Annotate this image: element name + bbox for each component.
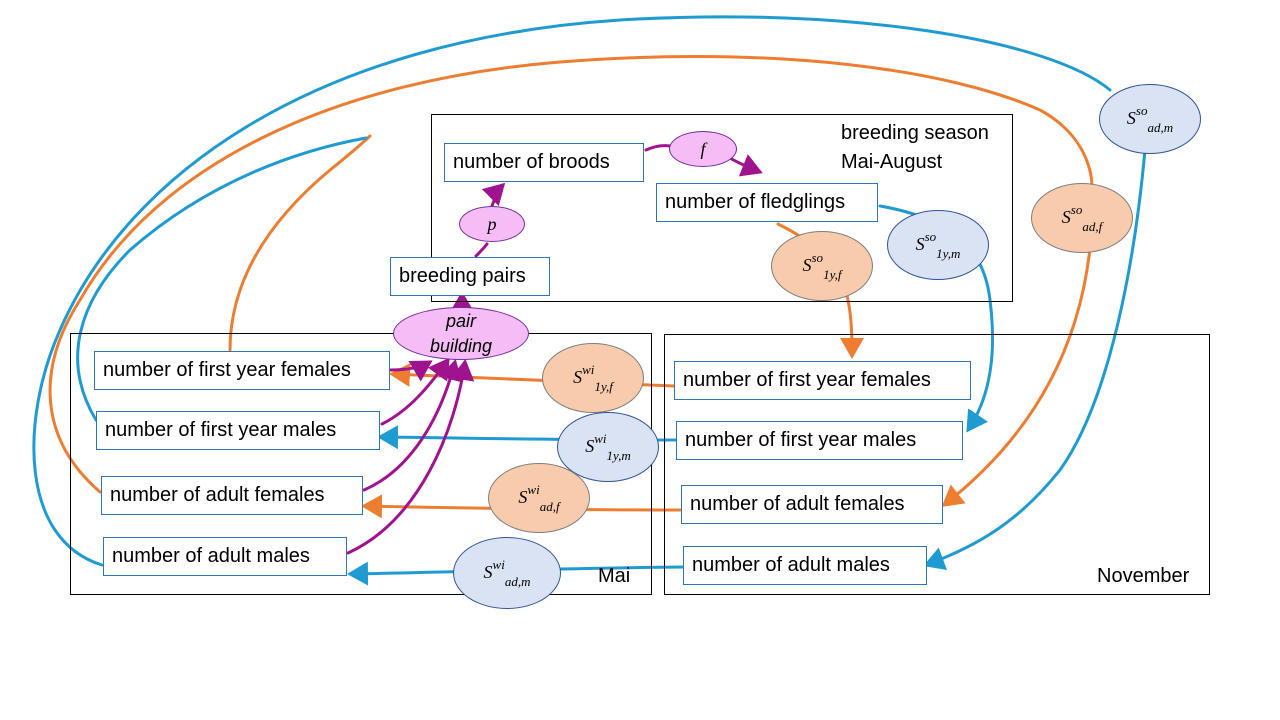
arrow-pairs-to-p [474, 242, 489, 258]
breeding-season-title: breeding season [841, 122, 989, 144]
param-S-so-ad-m: Ssoad,m [1099, 84, 1201, 154]
arrow-p-to-broods [481, 182, 506, 208]
mai-box-adult-females: number of adult females [101, 476, 363, 515]
arrow-so-ad-m [32, 15, 1147, 565]
param-p-ellipse: p [459, 206, 525, 242]
mai-box-first-year-males: number of first year males [96, 411, 380, 450]
pair-building-line1: pair [445, 310, 476, 331]
mai-box-first-year-females: number of first year females [94, 351, 390, 390]
param-S-so-ad-f: Ssoad,f [1031, 183, 1133, 253]
nov-box-first-year-males: number of first year males [676, 421, 963, 460]
arrow-pb-1y-f [388, 360, 433, 382]
param-S-so-1y-f: Sso1y,f [771, 231, 873, 301]
november-region [664, 334, 1210, 595]
pair-building-ellipse: pair building [393, 307, 529, 360]
arrow-broods-to-f [644, 144, 672, 152]
breeding-season-months: Mai-August [841, 151, 943, 173]
nov-box-first-year-females: number of first year females [674, 361, 971, 400]
param-p: p [487, 213, 497, 234]
arrow-f-to-fledglings [728, 154, 763, 177]
arrow-pb-ad-m [346, 359, 475, 555]
param-S-wi-1y-f: Swi1y,f [542, 343, 644, 413]
param-S-wi-1y-m: Swi1y,m [557, 412, 659, 482]
box-number-of-broods: number of broods [444, 143, 644, 182]
arrow-1y-m-to-ad-m [76, 136, 368, 422]
param-f: f [700, 138, 706, 159]
pair-building-line2: building [429, 335, 493, 356]
arrow-pb-ad-f [362, 359, 463, 492]
arrow-1y-f-to-ad-f [228, 134, 372, 352]
mai-box-adult-males: number of adult males [103, 537, 347, 576]
box-breeding-pairs: breeding pairs [390, 257, 550, 296]
mai-label: Mai [598, 565, 631, 587]
param-S-wi-ad-f: Swiad,f [488, 463, 590, 533]
nov-box-adult-males: number of adult males [683, 546, 927, 585]
param-S-so-1y-m: Sso1y,m [887, 210, 989, 280]
november-label: November [1097, 565, 1190, 587]
param-S-wi-ad-m: Swiad,m [453, 537, 561, 609]
breeding-season-region [431, 114, 1013, 302]
box-number-of-fledglings: number of fledglings [656, 183, 878, 222]
nov-box-adult-females: number of adult females [681, 485, 943, 524]
param-f-ellipse: f [669, 131, 737, 167]
arrow-so-ad-f [48, 55, 1094, 505]
